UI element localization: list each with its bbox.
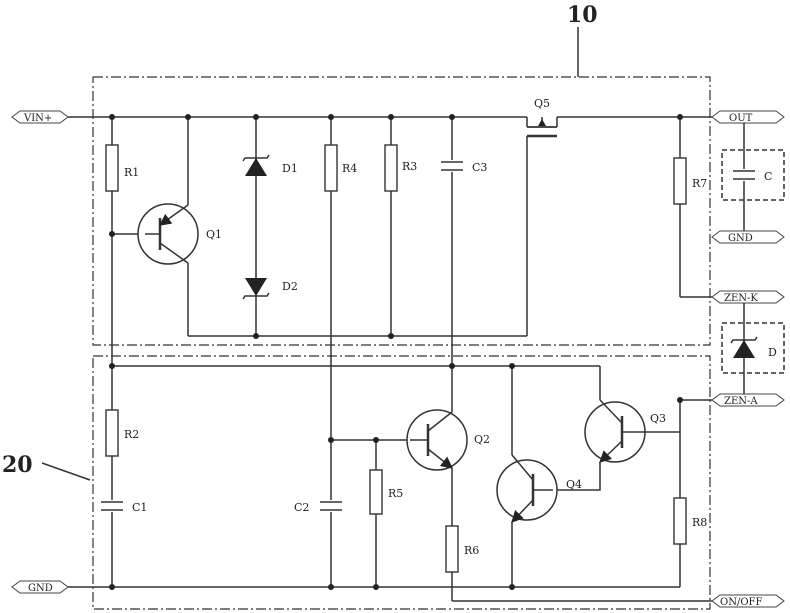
svg-text:C3: C3 bbox=[472, 161, 487, 174]
svg-text:C1: C1 bbox=[132, 501, 147, 514]
callout-10-label: 10 bbox=[567, 2, 598, 28]
capacitor-c2: C2 bbox=[294, 500, 343, 514]
port-zen-k: ZEN-K bbox=[711, 290, 785, 304]
transistor-q3: Q3 bbox=[584, 399, 666, 463]
svg-text:Q5: Q5 bbox=[534, 97, 550, 110]
svg-text:ON/OFF: ON/OFF bbox=[720, 597, 762, 608]
svg-text:R2: R2 bbox=[124, 428, 139, 441]
svg-text:R6: R6 bbox=[464, 544, 479, 557]
callout-20-leader bbox=[41, 462, 91, 481]
svg-text:OUT: OUT bbox=[729, 113, 753, 124]
port-gnd-right: GND bbox=[711, 230, 785, 244]
zener-diode-d2: D2 bbox=[242, 278, 298, 300]
svg-text:Q2: Q2 bbox=[474, 433, 490, 446]
resistor-r4: R4 bbox=[324, 144, 357, 192]
wiring bbox=[68, 116, 745, 602]
port-zen-a: ZEN-A bbox=[711, 393, 785, 407]
mosfet-q5: Q5 bbox=[526, 97, 558, 138]
resistor-r2: R2 bbox=[105, 409, 139, 457]
transistor-q1: Q1 bbox=[137, 203, 222, 265]
svg-text:R7: R7 bbox=[692, 177, 707, 190]
svg-text:R3: R3 bbox=[402, 160, 417, 173]
svg-text:D1: D1 bbox=[282, 162, 298, 175]
callout-20-label: 20 bbox=[2, 452, 33, 478]
svg-text:Q3: Q3 bbox=[650, 412, 666, 425]
capacitor-c1: C1 bbox=[100, 500, 147, 514]
svg-text:Q4: Q4 bbox=[566, 478, 582, 491]
resistor-r7: R7 bbox=[673, 157, 707, 205]
port-on-off: ON/OFF bbox=[711, 594, 785, 608]
svg-text:R1: R1 bbox=[124, 166, 139, 179]
port-out: OUT bbox=[711, 110, 785, 124]
port-gnd-left: GND bbox=[11, 580, 69, 594]
svg-text:D2: D2 bbox=[282, 280, 298, 293]
resistor-r3: R3 bbox=[384, 144, 417, 192]
resistor-r8: R8 bbox=[673, 497, 707, 545]
svg-text:ZEN-A: ZEN-A bbox=[724, 396, 758, 407]
resistor-r6: R6 bbox=[445, 525, 479, 573]
svg-text:C: C bbox=[764, 170, 772, 183]
svg-text:R8: R8 bbox=[692, 516, 707, 529]
svg-text:R5: R5 bbox=[388, 487, 403, 500]
junctions bbox=[109, 114, 683, 590]
transistor-q2: Q2 bbox=[406, 409, 490, 471]
zener-diode-d-external: D bbox=[721, 322, 785, 374]
block-10-outline bbox=[92, 76, 711, 346]
svg-text:GND: GND bbox=[728, 233, 753, 244]
capacitor-c3: C3 bbox=[440, 160, 487, 174]
port-vin: VIN+ bbox=[11, 110, 69, 124]
resistor-r5: R5 bbox=[369, 469, 403, 515]
transistor-q4: Q4 bbox=[496, 454, 582, 523]
svg-text:Q1: Q1 bbox=[206, 228, 222, 241]
svg-text:C2: C2 bbox=[294, 501, 309, 514]
svg-text:ZEN-K: ZEN-K bbox=[724, 293, 758, 304]
svg-text:GND: GND bbox=[28, 583, 53, 594]
svg-text:R4: R4 bbox=[342, 162, 357, 175]
block-20-outline bbox=[92, 355, 711, 610]
resistor-r1: R1 bbox=[105, 144, 139, 192]
zener-diode-d1: D1 bbox=[242, 154, 298, 176]
svg-text:VIN+: VIN+ bbox=[23, 113, 52, 124]
capacitor-c-external: C bbox=[721, 149, 785, 201]
svg-text:D: D bbox=[768, 346, 777, 359]
